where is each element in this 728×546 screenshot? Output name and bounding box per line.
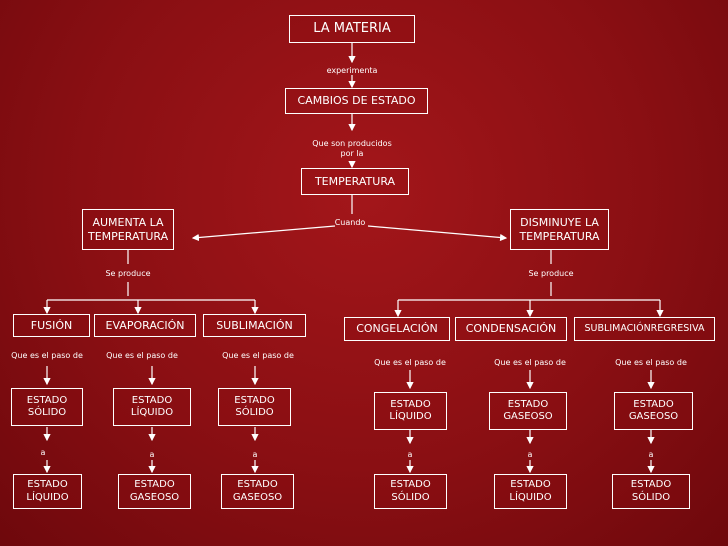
link-evaporacion-paso: Que es el paso de (106, 351, 178, 360)
link-cuando: Cuando (334, 218, 366, 227)
node-sublimacion-from-label: ESTADO SÓLIDO (234, 394, 275, 419)
node-la-materia: LA MATERIA (289, 15, 415, 43)
link-experimenta: experimenta (326, 66, 378, 75)
node-congelacion-to: ESTADO SÓLIDO (374, 474, 447, 509)
node-evaporacion-to: ESTADO GASEOSO (118, 474, 191, 509)
node-sublimacion-regresiva-from-label: ESTADO GASEOSO (628, 398, 679, 423)
node-congelacion-label: CONGELACIÓN (356, 322, 438, 336)
link-se-produce-left: Se produce (105, 269, 151, 278)
node-temperatura-label: TEMPERATURA (314, 174, 396, 188)
link-congelacion-paso: Que es el paso de (374, 358, 446, 367)
node-la-materia-label: LA MATERIA (313, 20, 391, 36)
link-fusion-a: a (40, 448, 46, 457)
link-sublimacion-regresiva-a: a (648, 450, 654, 459)
link-condensacion-paso: Que es el paso de (494, 358, 566, 367)
link-producidos: Que son producidos por la (312, 139, 392, 158)
node-condensacion-label: CONDENSACIÓN (465, 322, 557, 336)
node-sublimacion-regresiva-to: ESTADO SÓLIDO (612, 474, 690, 509)
link-sublimacion-paso: Que es el paso de (222, 351, 294, 360)
node-congelacion: CONGELACIÓN (344, 317, 450, 341)
node-aumenta-label: AUMENTA LA TEMPERATURA (88, 215, 169, 243)
link-sublimacion-a: a (252, 450, 258, 459)
link-evaporacion-a: a (149, 450, 155, 459)
link-se-produce-right: Se produce (528, 269, 574, 278)
node-evaporacion-label: EVAPORACIÓN (105, 318, 185, 332)
node-evaporacion: EVAPORACIÓN (94, 314, 196, 337)
node-congelacion-from-label: ESTADO LÍQUIDO (389, 398, 432, 423)
node-fusion-from: ESTADO SÓLIDO (11, 388, 83, 426)
node-fusion-to: ESTADO LÍQUIDO (13, 474, 82, 509)
node-aumenta-temperatura: AUMENTA LA TEMPERATURA (82, 209, 174, 250)
node-sublimacion-from: ESTADO SÓLIDO (218, 388, 291, 426)
node-evaporacion-to-label: ESTADO GASEOSO (129, 479, 180, 503)
node-condensacion-from: ESTADO GASEOSO (489, 392, 567, 430)
link-fusion-paso: Que es el paso de (11, 351, 83, 360)
node-sublimacion-regresiva-from: ESTADO GASEOSO (614, 392, 693, 430)
node-sublimacion-to: ESTADO GASEOSO (221, 474, 294, 509)
node-congelacion-to-label: ESTADO SÓLIDO (390, 479, 431, 503)
node-condensacion-to: ESTADO LÍQUIDO (494, 474, 567, 509)
node-sublimacion-regresiva: SUBLIMACIÓNREGRESIVA (574, 317, 715, 341)
node-fusion-to-label: ESTADO LÍQUIDO (26, 479, 69, 503)
link-sublimacion-regresiva-paso: Que es el paso de (615, 358, 687, 367)
node-fusion-label: FUSIÓN (30, 318, 73, 332)
node-sublimacion-label: SUBLIMACIÓN (216, 318, 293, 332)
node-sublimacion-regresiva-label: SUBLIMACIÓNREGRESIVA (584, 323, 705, 335)
node-disminuye-temperatura: DISMINUYE LA TEMPERATURA (510, 209, 609, 250)
node-sublimacion: SUBLIMACIÓN (203, 314, 306, 337)
node-congelacion-from: ESTADO LÍQUIDO (374, 392, 447, 430)
node-fusion-from-label: ESTADO SÓLIDO (26, 394, 68, 419)
node-disminuye-label: DISMINUYE LA TEMPERATURA (519, 215, 600, 243)
node-evaporacion-from: ESTADO LÍQUIDO (113, 388, 191, 426)
link-condensacion-a: a (527, 450, 533, 459)
node-sublimacion-regresiva-to-label: ESTADO SÓLIDO (630, 479, 672, 503)
node-temperatura: TEMPERATURA (301, 168, 409, 195)
node-condensacion-from-label: ESTADO GASEOSO (503, 398, 553, 423)
node-cambios-de-estado: CAMBIOS DE ESTADO (285, 88, 428, 114)
link-congelacion-a: a (407, 450, 413, 459)
node-sublimacion-to-label: ESTADO GASEOSO (232, 479, 283, 503)
node-condensacion-to-label: ESTADO LÍQUIDO (509, 479, 552, 503)
node-fusion: FUSIÓN (13, 314, 90, 337)
node-evaporacion-from-label: ESTADO LÍQUIDO (130, 394, 174, 419)
node-cambios-label: CAMBIOS DE ESTADO (297, 94, 416, 108)
node-condensacion: CONDENSACIÓN (455, 317, 567, 341)
